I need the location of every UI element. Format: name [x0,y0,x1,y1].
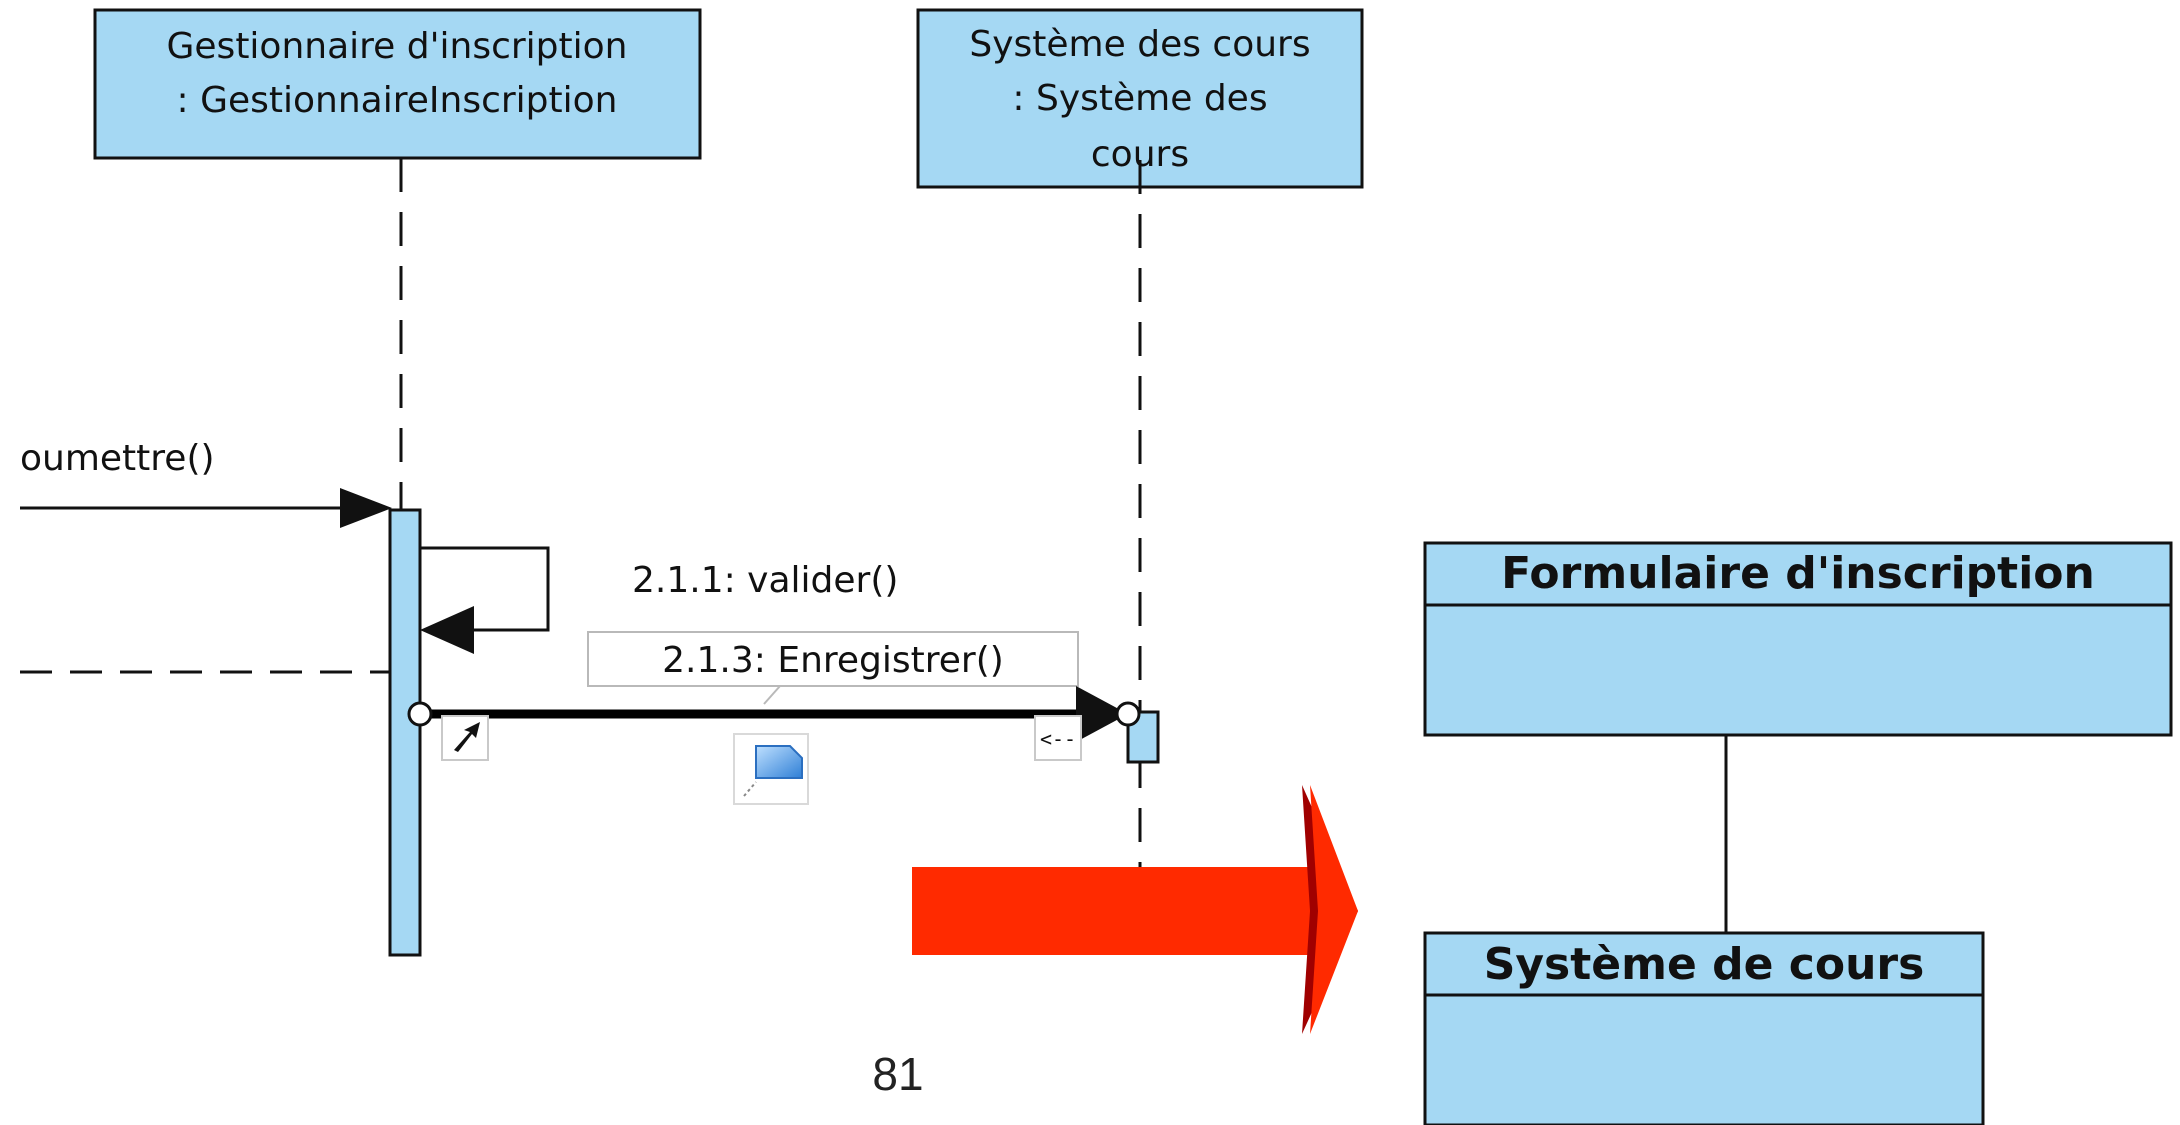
incoming-message-label: oumettre() [20,438,215,479]
return-message-icon[interactable]: <-- [1034,715,1082,761]
class-box-formulaire[interactable]: Formulaire d'inscription [1423,541,2173,737]
page-number: 81 [872,1048,923,1100]
class-box-systeme-cours[interactable]: Système de cours [1423,931,1985,1125]
navigate-arrow-icon[interactable] [441,715,489,761]
incoming-message-arrowhead [340,488,392,528]
lifeline-gestionnaire-name: Gestionnaire d'inscription [167,26,628,67]
self-call-label: 2.1.1: valider() [632,560,898,601]
note-icon[interactable] [733,733,809,805]
svg-text:<--: <-- [1040,727,1076,751]
activation-bar-systeme [1126,710,1160,764]
call-message-label-box[interactable]: 2.1.3: Enregistrer() [587,631,1079,705]
activation-bar-gestionnaire [388,508,422,957]
lifeline-gestionnaire-type: : GestionnaireInscription [177,80,618,121]
call-message-label: 2.1.3: Enregistrer() [662,640,1004,681]
lifeline-header-systeme-cours[interactable]: Système des cours : Système des cours [916,8,1364,189]
self-call-line [420,546,550,632]
self-call-arrowhead [420,606,474,654]
class-systeme-name: Système de cours [1484,939,1925,990]
call-target-handle[interactable] [1115,701,1141,727]
transition-arrow [912,785,1358,1034]
class-formulaire-name: Formulaire d'inscription [1501,548,2095,599]
lifeline-header-gestionnaire[interactable]: Gestionnaire d'inscription : Gestionnair… [93,8,702,160]
call-source-handle[interactable] [407,701,433,727]
lifeline-systeme-name: Système des cours [969,24,1310,65]
lifeline-systeme-type: : Système des [1012,78,1267,119]
call-message-arrowhead [1076,686,1128,742]
